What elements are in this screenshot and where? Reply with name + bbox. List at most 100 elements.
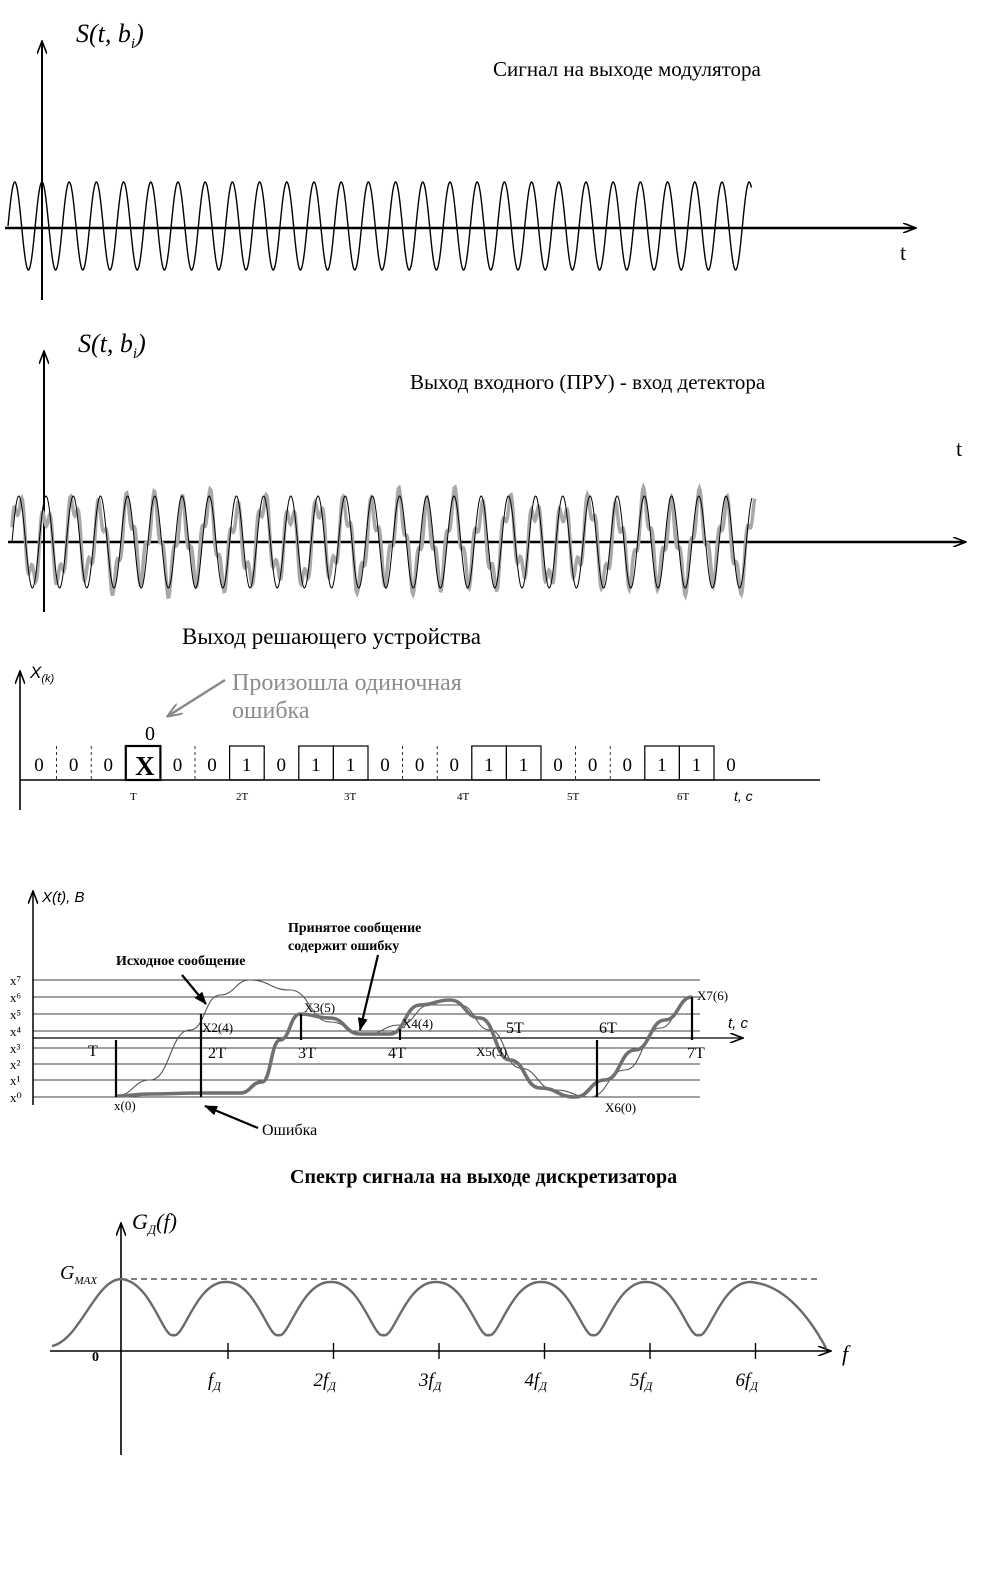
bit-value: 0: [623, 755, 633, 776]
bit-value: 0: [104, 755, 114, 776]
y-axis-label: X(t), B: [41, 889, 85, 906]
sample-label: X5(3): [476, 1044, 507, 1059]
bit-value: 1: [242, 755, 252, 776]
tick-label: 7T: [687, 1045, 705, 1062]
received-message-arrow: [357, 954, 380, 1031]
bit-value: 0: [588, 755, 598, 776]
y-axis-label: X(k): [29, 663, 55, 685]
error-label: Ошибка: [262, 1122, 317, 1139]
error-arrow: [204, 1104, 259, 1130]
level-label: x⁶: [10, 990, 21, 1005]
x-axis-label: t, c: [734, 788, 753, 804]
gmax-label: GMAX: [60, 1262, 98, 1287]
level-label: x²: [10, 1057, 21, 1072]
x-axis-label: f: [842, 1341, 851, 1366]
tick-label: 6T: [677, 791, 690, 803]
tick-label: 4T: [457, 791, 470, 803]
panel-title: Выход входного (ПРУ) - вход детектора: [410, 370, 766, 394]
source-message-label: Исходное сообщение: [116, 954, 245, 969]
tick-label: 3T: [298, 1045, 316, 1062]
corrected-bit-value: 0: [145, 723, 155, 745]
level-label: x⁰: [10, 1090, 22, 1105]
panel-modulator-output: S(t, bi) t Сигнал на выходе модулятора: [5, 19, 915, 300]
panel-title: Выход решающего устройства: [182, 624, 481, 649]
frequency-tick-label: 2fД: [314, 1370, 338, 1393]
error-cross-mark: X: [135, 751, 155, 781]
tick-label: 2T: [236, 791, 249, 803]
error-arrow: [168, 678, 226, 716]
sample-label: X7(6): [697, 988, 728, 1003]
x-axis-label: t, c: [728, 1015, 749, 1032]
bit-box: [678, 745, 715, 781]
sample-stems: [114, 997, 694, 1097]
frequency-tick-label: fД: [208, 1370, 222, 1393]
origin-label: 0: [92, 1350, 99, 1365]
bit-box: [229, 745, 265, 781]
level-label: x⁵: [10, 1007, 21, 1022]
bit-value: 1: [346, 755, 356, 776]
tick-label: 3T: [344, 791, 357, 803]
frequency-tick-label: 5fД: [630, 1370, 654, 1393]
time-ticks: T 2T 3T 4T 5T 6T: [130, 791, 690, 803]
bit-value: 0: [69, 755, 79, 776]
panel-sampler-spectrum: Спектр сигнала на выходе дискретизатора …: [50, 1166, 851, 1455]
bit-value: 1: [657, 755, 667, 776]
bit-value: 1: [311, 755, 321, 776]
frequency-tick-label: 3fД: [418, 1370, 443, 1393]
sample-label: X2(4): [202, 1020, 233, 1035]
sample-label: X4(4): [402, 1016, 433, 1031]
bit-value: 0: [726, 755, 736, 776]
bit-value: 0: [553, 755, 563, 776]
bit-box: [505, 745, 542, 781]
received-message-curve: [115, 995, 693, 1099]
level-label: x⁴: [10, 1024, 22, 1039]
modulated-signal-wave: [7, 181, 753, 271]
source-message-arrow: [181, 974, 207, 1005]
sample-label: X6(0): [605, 1100, 636, 1115]
tick-label: 5T: [567, 791, 580, 803]
panel-title: Сигнал на выходе модулятора: [493, 57, 762, 81]
time-ticks: T 2T 3T 4T 5T 6T 7T: [88, 1020, 705, 1062]
level-label: x⁷: [10, 973, 21, 988]
tick-label: T: [88, 1043, 98, 1060]
tick-label: T: [130, 791, 137, 803]
spectrum-curve: [51, 1277, 828, 1349]
bit-value: 0: [450, 755, 460, 776]
bit-value: 0: [415, 755, 425, 776]
bit-box: [332, 745, 369, 781]
bit-box: [124, 744, 162, 782]
frequency-tick-label: 6fД: [736, 1370, 760, 1393]
clean-signal-wave: [11, 495, 753, 589]
bit-value: 1: [484, 755, 494, 776]
bit-value: 1: [519, 755, 529, 776]
bit-value: 0: [207, 755, 217, 776]
panel-decision-output: Выход решающего устройства X(k) Произошл…: [20, 624, 820, 810]
frequency-ticks: fД 2fД 3fД 4fД 5fД 6fД: [208, 1343, 759, 1393]
sample-label: x(0): [114, 1098, 136, 1113]
sample-label: X3(5): [304, 1000, 335, 1015]
level-label: x³: [10, 1041, 21, 1056]
x-axis-label: t: [956, 436, 962, 461]
frequency-tick-label: 4fД: [525, 1370, 549, 1393]
bit-value: 0: [380, 755, 390, 776]
tick-label: 2T: [208, 1045, 226, 1062]
tick-label: 4T: [388, 1045, 406, 1062]
bit-value: 0: [277, 755, 287, 776]
tick-label: 6T: [599, 1020, 617, 1037]
panel-detector-input: S(t, bi) t Выход входного (ПРУ) - вход д…: [8, 329, 965, 612]
source-message-curve: [115, 979, 691, 1098]
panel-title: Спектр сигнала на выходе дискретизатора: [290, 1166, 677, 1188]
y-axis-label: S(t, bi): [78, 329, 146, 362]
bit-value: 1: [692, 755, 702, 776]
sample-labels: x(0) X2(4) X3(5) X4(4) X5(3) X6(0) X7(6): [114, 988, 728, 1115]
bit-value: 0: [34, 755, 44, 776]
bit-value: 0: [173, 755, 183, 776]
x-axis-label: t: [900, 240, 906, 265]
tick-label: 5T: [506, 1020, 524, 1037]
